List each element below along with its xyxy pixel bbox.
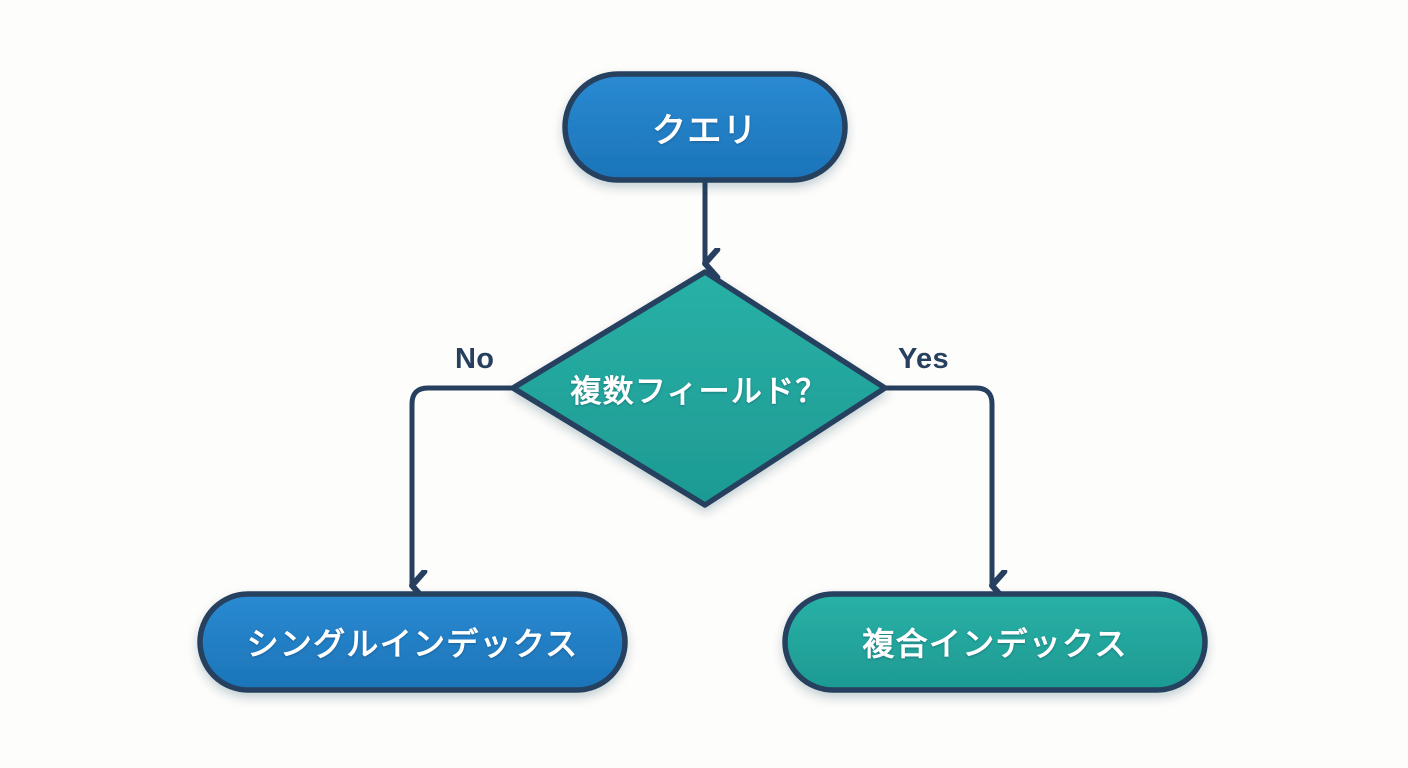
edge-decision-to-composite <box>882 385 992 586</box>
edge-decision-to-single <box>412 385 516 586</box>
connector-group <box>412 178 992 586</box>
node-single-index[interactable] <box>197 591 628 693</box>
node-composite-index[interactable] <box>782 591 1208 693</box>
node-query[interactable] <box>562 71 848 183</box>
node-multi-field-decision[interactable] <box>510 269 888 508</box>
